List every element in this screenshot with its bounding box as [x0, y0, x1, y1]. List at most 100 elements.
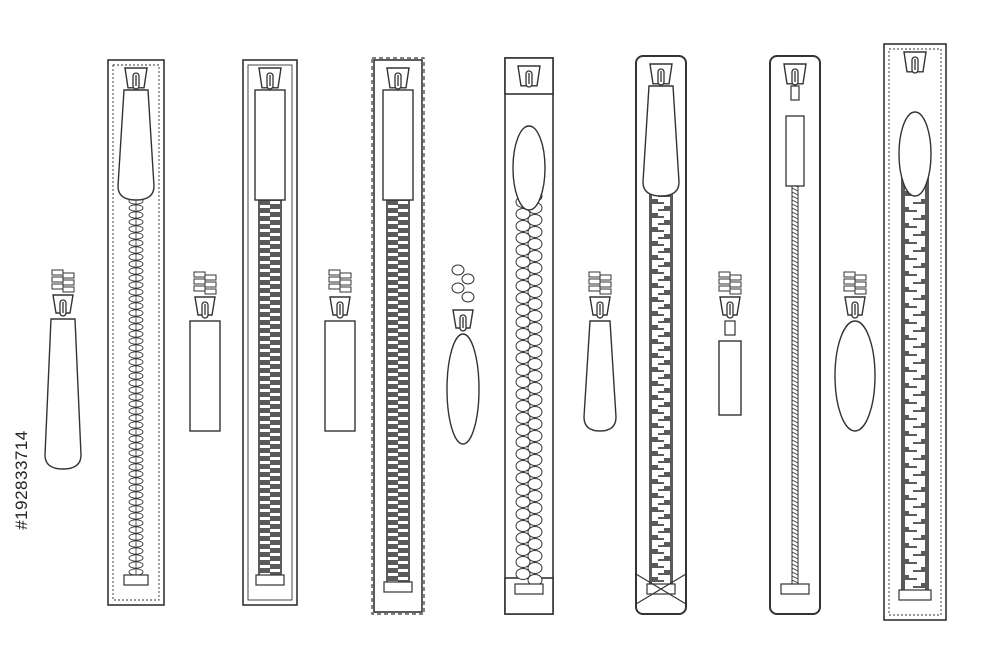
tooth — [527, 478, 543, 490]
tooth — [260, 501, 270, 504]
tooth — [270, 233, 280, 236]
tooth — [854, 281, 867, 288]
tooth — [398, 409, 408, 412]
tooth — [270, 401, 280, 404]
tooth — [388, 565, 398, 568]
tooth — [515, 556, 531, 568]
tooth — [658, 379, 670, 388]
coil-turn — [791, 559, 799, 564]
tooth — [843, 285, 856, 292]
tooth — [388, 317, 398, 320]
coil-turn — [791, 271, 799, 276]
tooth — [388, 277, 398, 280]
tooth — [398, 225, 408, 228]
tooth — [515, 280, 531, 292]
tape-stitching — [112, 64, 160, 601]
tooth — [270, 329, 280, 332]
coil-turn — [791, 343, 799, 348]
tooth — [388, 517, 398, 520]
tooth — [652, 204, 664, 213]
tooth — [527, 322, 543, 334]
coil-turn — [791, 363, 799, 368]
tooth — [51, 276, 64, 283]
bottom-stop — [514, 583, 544, 595]
tooth — [270, 537, 280, 540]
coil-turn — [791, 255, 799, 260]
zipper-5-molded-plastic-teeth — [583, 55, 687, 615]
coil-turn — [791, 431, 799, 436]
tooth — [270, 337, 280, 340]
drop-puller-icon — [583, 296, 617, 432]
coil-turn — [791, 575, 799, 580]
tooth — [527, 550, 543, 562]
tooth — [658, 281, 670, 290]
tape-stitching — [888, 48, 942, 616]
coil-turn — [791, 267, 799, 272]
coil-turn — [791, 483, 799, 488]
puller-tab — [324, 320, 356, 432]
tooth — [270, 529, 280, 532]
zipper-strip — [371, 57, 425, 615]
tooth — [652, 442, 664, 451]
coil-turn — [791, 219, 799, 224]
tooth — [515, 304, 531, 316]
tooth — [270, 297, 280, 300]
tooth — [270, 465, 280, 468]
tooth — [388, 469, 398, 472]
tooth — [398, 233, 408, 236]
tooth — [398, 273, 408, 276]
tooth — [527, 466, 543, 478]
tooth — [515, 400, 531, 412]
tooth — [388, 285, 398, 288]
tooth — [515, 352, 531, 364]
tooth — [388, 325, 398, 328]
tooth — [260, 509, 270, 512]
coil-turn — [791, 403, 799, 408]
tooth — [515, 544, 531, 556]
coil-turn — [791, 339, 799, 344]
tooth — [652, 386, 664, 395]
bottom-stop — [898, 589, 932, 601]
tooth — [260, 469, 270, 472]
tooth — [260, 333, 270, 336]
tooth — [398, 289, 408, 292]
tooth — [658, 295, 670, 304]
coil-turn — [791, 287, 799, 292]
coil-turn — [791, 427, 799, 432]
coil-turn — [791, 507, 799, 512]
tooth — [652, 372, 664, 381]
tooth — [270, 305, 280, 308]
coil-turn — [791, 375, 799, 380]
coil-turn — [791, 291, 799, 296]
tooth — [388, 373, 398, 376]
tooth — [193, 285, 206, 292]
tooth — [652, 316, 664, 325]
coil-turn — [791, 323, 799, 328]
tooth — [398, 385, 408, 388]
tooth — [260, 525, 270, 528]
tooth — [270, 369, 280, 372]
coil-turn — [791, 335, 799, 340]
tooth — [515, 496, 531, 508]
tooth — [260, 517, 270, 520]
tape-stitching — [371, 57, 425, 615]
tooth — [260, 253, 270, 256]
tooth — [260, 213, 270, 216]
tooth — [388, 429, 398, 432]
coil-turn — [791, 367, 799, 372]
coil-turn — [791, 259, 799, 264]
tooth — [398, 377, 408, 380]
tooth — [398, 521, 408, 524]
tooth — [388, 269, 398, 272]
tooth — [652, 526, 664, 535]
tooth — [658, 197, 670, 206]
tooth — [270, 377, 280, 380]
tooth — [652, 540, 664, 549]
tooth — [658, 267, 670, 276]
tooth — [398, 217, 408, 220]
tooth — [270, 417, 280, 420]
coil-turn — [791, 419, 799, 424]
side-accessories — [446, 264, 480, 445]
coil-turn — [791, 487, 799, 492]
tooth — [398, 569, 408, 572]
